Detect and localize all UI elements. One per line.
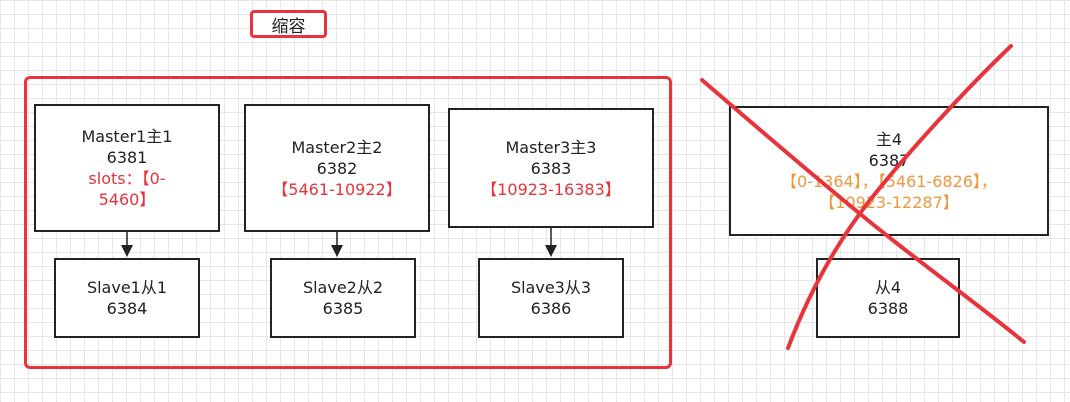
master1-port: 6381 xyxy=(106,148,148,167)
master2-slots: 【5461-10922】 xyxy=(272,179,401,200)
master4-node: 主4 6387 【0-1364】，【5461-6826】， 【10923-122… xyxy=(729,106,1049,236)
master3-slots: 【10923-16383】 xyxy=(481,179,621,200)
slave1-name: Slave1从1 xyxy=(86,278,168,297)
master1-slots: slots：【0- 5460】 xyxy=(88,168,165,210)
master1-name: Master1主1 xyxy=(81,127,173,146)
slave4-name: 从4 xyxy=(874,278,902,297)
slave2-node: Slave2从2 6385 xyxy=(270,258,416,338)
slave1-node: Slave1从1 6384 xyxy=(54,258,200,338)
slave3-name: Slave3从3 xyxy=(510,278,592,297)
master4-port: 6387 xyxy=(868,151,910,170)
master3-port: 6383 xyxy=(530,158,572,178)
master3-slots-line1: 【10923-16383】 xyxy=(481,179,621,199)
slave1-port: 6384 xyxy=(106,299,148,318)
master3-node: Master3主3 6383 【10923-16383】 xyxy=(448,108,654,228)
cluster-group-frame xyxy=(24,76,672,369)
master2-name: Master2主2 xyxy=(291,137,383,157)
master4-slots-line1: 【0-1364】，【5461-6826】， xyxy=(781,172,997,191)
slave2-name: Slave2从2 xyxy=(302,278,384,297)
master2-node: Master2主2 6382 【5461-10922】 xyxy=(244,104,430,232)
master4-slots: 【0-1364】，【5461-6826】， 【10923-12287】 xyxy=(781,171,997,213)
master4-name: 主4 xyxy=(875,130,903,149)
master1-slots-line1: slots：【0- xyxy=(88,169,166,188)
slave3-port: 6386 xyxy=(530,299,572,318)
master2-port: 6382 xyxy=(316,158,358,178)
scale-in-title: 缩容 xyxy=(250,10,327,38)
master1-node: Master1主1 6381 slots：【0- 5460】 xyxy=(34,104,220,232)
slave3-node: Slave3从3 6386 xyxy=(478,258,624,338)
slave2-port: 6385 xyxy=(322,299,364,318)
master1-slots-line2: 5460】 xyxy=(98,190,156,209)
slave4-port: 6388 xyxy=(867,299,909,318)
title-label: 缩容 xyxy=(271,16,306,37)
master4-slots-line2: 【10923-12287】 xyxy=(819,193,959,212)
slave4-node: 从4 6388 xyxy=(816,258,960,338)
master2-slots-line1: 【5461-10922】 xyxy=(272,179,402,199)
master3-name: Master3主3 xyxy=(505,137,597,157)
